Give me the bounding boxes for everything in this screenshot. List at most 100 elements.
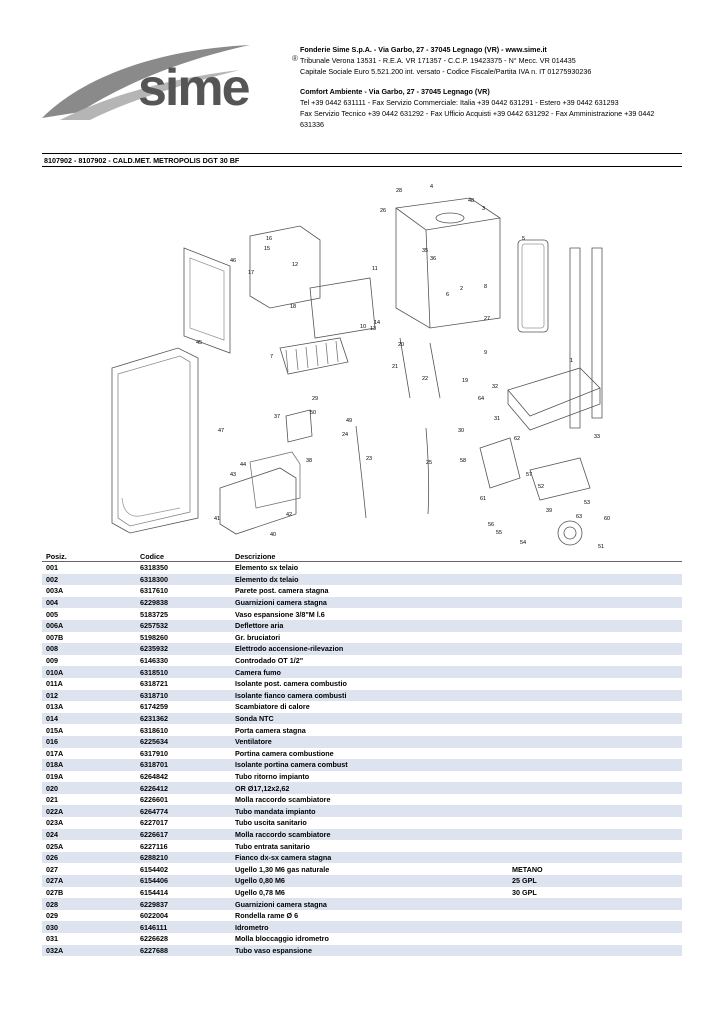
callout-label: 47 bbox=[218, 428, 224, 434]
cell-descrizione: Guarnizioni camera stagna bbox=[231, 596, 508, 609]
cell-codice: 5198260 bbox=[140, 632, 168, 642]
logo-text: sime bbox=[138, 59, 251, 117]
header-posiz: Posiz. bbox=[42, 551, 136, 562]
cell-posiz: 004 bbox=[42, 596, 136, 609]
cell-posiz: 008 bbox=[42, 643, 136, 655]
header-note bbox=[508, 551, 682, 562]
cell-note bbox=[508, 828, 682, 841]
cell-posiz: 031 bbox=[46, 934, 58, 944]
cell-codice: 6318701 bbox=[136, 759, 231, 771]
company2-line2: Tel +39 0442 631111 - Fax Servizio Comme… bbox=[300, 98, 619, 107]
cell-codice: 6235932 bbox=[136, 643, 231, 655]
cell-note bbox=[508, 921, 682, 933]
cell-posiz: 002 bbox=[42, 573, 136, 586]
callout-label: 13 bbox=[370, 326, 376, 332]
cell-note: 30 GPL bbox=[512, 887, 537, 897]
cell-descrizione: OR Ø17,12x2,62 bbox=[231, 782, 508, 794]
cell-descrizione: Tubo ritorno impianto bbox=[235, 771, 310, 781]
divider-top bbox=[42, 153, 682, 154]
cell-posiz: 010A bbox=[42, 666, 136, 678]
callout-label: 20 bbox=[398, 342, 404, 348]
cell-note bbox=[508, 701, 682, 713]
callout-label: 11 bbox=[372, 266, 378, 272]
callout-label: 30 bbox=[458, 428, 464, 434]
cell-descrizione: Camera fumo bbox=[231, 666, 508, 678]
cell-posiz: 030 bbox=[42, 921, 136, 933]
callout-label: 17 bbox=[248, 270, 254, 276]
cell-descrizione: Molla bloccaggio idrometro bbox=[235, 934, 329, 944]
callout-label: 45 bbox=[196, 340, 202, 346]
callout-label: 51 bbox=[598, 544, 604, 550]
callout-label: 22 bbox=[422, 376, 428, 382]
cell-posiz: 017A bbox=[46, 748, 64, 758]
callout-label: 32 bbox=[492, 384, 498, 390]
cell-posiz: 015A bbox=[46, 725, 64, 735]
cell-note bbox=[508, 712, 682, 725]
cell-descrizione: Idrometro bbox=[231, 921, 508, 933]
model-title: 8107902 - 8107902 - CALD.MET. METROPOLIS… bbox=[44, 156, 240, 165]
cell-descrizione: Isolante post. camera combustio bbox=[235, 679, 347, 689]
cell-posiz: 013A bbox=[46, 702, 64, 712]
cell-note bbox=[508, 851, 682, 864]
cell-codice: 6174259 bbox=[140, 702, 168, 712]
cell-posiz: 012 bbox=[42, 689, 136, 702]
cell-posiz: 018A bbox=[42, 759, 136, 771]
callout-label: 64 bbox=[478, 396, 484, 402]
callout-label: 60 bbox=[604, 516, 610, 522]
cell-note: METANO bbox=[512, 864, 543, 874]
callout-label: 50 bbox=[310, 410, 316, 416]
cell-posiz: 025A bbox=[46, 841, 64, 851]
cell-note bbox=[508, 817, 682, 829]
cell-posiz: 020 bbox=[42, 782, 136, 794]
callout-label: 4 bbox=[430, 184, 433, 190]
cell-note bbox=[508, 759, 682, 771]
cell-posiz: 011A bbox=[46, 679, 63, 689]
callout-label: 3 bbox=[482, 206, 485, 212]
cell-descrizione: Elettrodo accensione-rilevazion bbox=[231, 643, 508, 655]
cell-descrizione: Gr. bruciatori bbox=[235, 632, 281, 642]
cell-descrizione: Sonda NTC bbox=[231, 712, 508, 725]
callout-label: 5 bbox=[522, 236, 525, 242]
cell-posiz: 016 bbox=[42, 735, 136, 748]
cell-descrizione: Tubo vaso espansione bbox=[231, 944, 508, 957]
cell-codice: 6227017 bbox=[140, 818, 168, 828]
callout-label: 63 bbox=[576, 514, 582, 520]
callout-label: 38 bbox=[306, 458, 312, 464]
callout-label: 54 bbox=[520, 540, 526, 546]
cell-codice: 6154402 bbox=[140, 864, 168, 874]
callout-label: 10 bbox=[360, 324, 366, 330]
exploded-parts-drawing: 2844832616151217114635366227581413181045… bbox=[111, 184, 610, 550]
cell-note bbox=[508, 643, 682, 655]
cell-note bbox=[508, 724, 682, 736]
cell-descrizione: Rondella rame Ø 6 bbox=[235, 911, 299, 921]
callout-label: 49 bbox=[346, 418, 352, 424]
cell-codice: 6318350 bbox=[140, 563, 168, 573]
cell-posiz: 028 bbox=[42, 898, 136, 910]
callout-label: 61 bbox=[480, 496, 486, 502]
cell-note bbox=[508, 782, 682, 794]
table-header-row: Posiz. Codice Descrizione bbox=[42, 551, 682, 562]
cell-descrizione: Controdado OT 1/2" bbox=[235, 656, 304, 666]
cell-posiz: 019A bbox=[46, 771, 64, 781]
cell-codice: 6318710 bbox=[136, 689, 231, 702]
callout-label: 29 bbox=[312, 396, 318, 402]
cell-note bbox=[508, 655, 682, 667]
divider-bottom bbox=[42, 166, 682, 167]
cell-note bbox=[508, 608, 682, 620]
cell-note bbox=[508, 596, 682, 609]
cell-descrizione: Ventilatore bbox=[231, 735, 508, 748]
cell-codice: 6231362 bbox=[136, 712, 231, 725]
cell-codice: 5183725 bbox=[140, 609, 168, 619]
